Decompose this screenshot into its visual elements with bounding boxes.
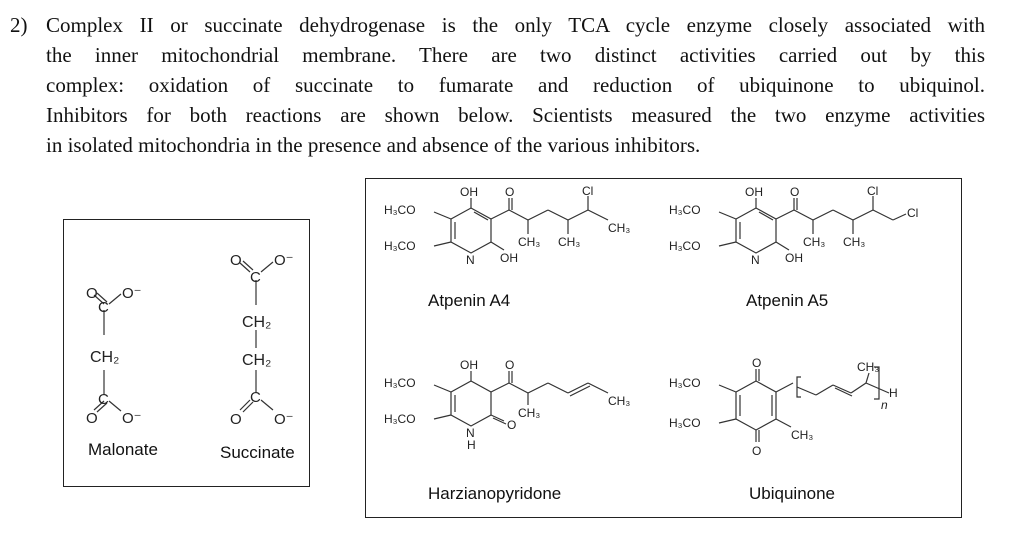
a5-ch3-a: CH₃ <box>803 235 825 249</box>
a5-h3co-a: H₃CO <box>669 203 701 217</box>
malonate-c2: C <box>98 391 109 408</box>
malonate-label: Malonate <box>88 440 158 459</box>
ubq-h3co-b: H₃CO <box>669 416 701 430</box>
malonate-o3: O <box>86 410 98 427</box>
harz-o-ring: O <box>507 418 516 432</box>
ubq-n: n <box>881 398 888 412</box>
malonate-o4: O⁻ <box>122 410 142 427</box>
ubq-o-bottom: O <box>752 444 761 458</box>
harzianopyridone-structure: OH O H₃CO H₃CO N H O CH₃ CH₃ <box>384 358 630 452</box>
ubq-ch3-ring: CH₃ <box>791 428 813 442</box>
harz-oh-top: OH <box>460 358 478 372</box>
succinate-ch2a: CH₂ <box>242 314 271 331</box>
harz-ch3: CH₃ <box>518 406 540 420</box>
harzianopyridone-label: Harzianopyridone <box>428 484 562 503</box>
ubq-ch3-chain: CH₃ <box>857 360 879 374</box>
malonate-c1: C <box>98 299 109 316</box>
inhibitor-structures-panel: OH O Cl H₃CO H₃CO N OH CH₃ CH₃ CH₃ Atpen… <box>365 178 962 518</box>
a4-ch3-end: CH₃ <box>608 221 630 235</box>
malonate-o1: O <box>86 285 98 302</box>
succinate-o4: O⁻ <box>274 411 294 428</box>
a5-cl: Cl <box>867 184 878 198</box>
succinate-c1: C <box>250 269 261 286</box>
a4-n: N <box>466 253 475 267</box>
harz-o-top: O <box>505 358 514 372</box>
succinate-o1: O <box>230 252 242 269</box>
a4-h3co-b: H₃CO <box>384 239 416 253</box>
atpenin-a5-structure: OH O Cl Cl H₃CO H₃CO N OH CH₃ CH₃ <box>669 184 918 267</box>
a4-ch3-a: CH₃ <box>518 235 540 249</box>
question-line-4: Inhibitors for both reactions are shown … <box>46 103 985 127</box>
succinate-label: Succinate <box>220 443 295 462</box>
ubq-h-end: H <box>889 386 898 400</box>
a4-h3co-a: H₃CO <box>384 203 416 217</box>
atpenin-a4-structure: OH O Cl H₃CO H₃CO N OH CH₃ CH₃ CH₃ <box>384 184 630 267</box>
a4-cl: Cl <box>582 184 593 198</box>
succinate-o3: O <box>230 411 242 428</box>
succinate-o2: O⁻ <box>274 252 294 269</box>
a4-oh-top: OH <box>460 185 478 199</box>
malonate-ch2: CH₂ <box>90 349 119 366</box>
harz-h3co-a: H₃CO <box>384 376 416 390</box>
atpenin-a5-label: Atpenin A5 <box>746 291 829 310</box>
a5-ch3-b: CH₃ <box>843 235 865 249</box>
harz-h3co-b: H₃CO <box>384 412 416 426</box>
malonate-o2: O⁻ <box>122 285 142 302</box>
a5-oh: OH <box>785 251 803 265</box>
a4-o-top: O <box>505 185 514 199</box>
harz-h: H <box>467 438 476 452</box>
ubiquinone-label: Ubiquinone <box>749 484 836 503</box>
ubiquinone-structure: O O H₃CO H₃CO CH₃ CH₃ H n <box>669 356 898 458</box>
a5-cl-end: Cl <box>907 206 918 220</box>
a5-h3co-b: H₃CO <box>669 239 701 253</box>
a4-oh: OH <box>500 251 518 265</box>
harz-n: N <box>466 426 475 440</box>
a5-n: N <box>751 253 760 267</box>
a4-ch3-b: CH₃ <box>558 235 580 249</box>
succinate-structure: O O⁻ C CH₂ CH₂ C O O⁻ <box>230 252 294 428</box>
atpenin-a4-label: Atpenin A4 <box>428 291 511 310</box>
harz-ch3-end: CH₃ <box>608 394 630 408</box>
question-line-2: the inner mitochondrial membrane. There … <box>46 43 985 67</box>
ubq-h3co-a: H₃CO <box>669 376 701 390</box>
substrate-structures-panel: O O⁻ C CH₂ C O O⁻ Malonate O O⁻ C CH₂ CH… <box>63 219 310 487</box>
question-line-3: complex: oxidation of succinate to fumar… <box>46 73 985 97</box>
succinate-c2: C <box>250 389 261 406</box>
succinate-ch2b: CH₂ <box>242 352 271 369</box>
a5-o-top: O <box>790 185 799 199</box>
question-line-5: in isolated mitochondria in the presence… <box>46 133 701 157</box>
a5-oh-top: OH <box>745 185 763 199</box>
question-number: 2) <box>10 13 28 37</box>
ubq-o-top: O <box>752 356 761 370</box>
malonate-structure: O O⁻ C CH₂ C O O⁻ <box>86 285 142 427</box>
question-line-1: Complex II or succinate dehydrogenase is… <box>46 13 985 37</box>
